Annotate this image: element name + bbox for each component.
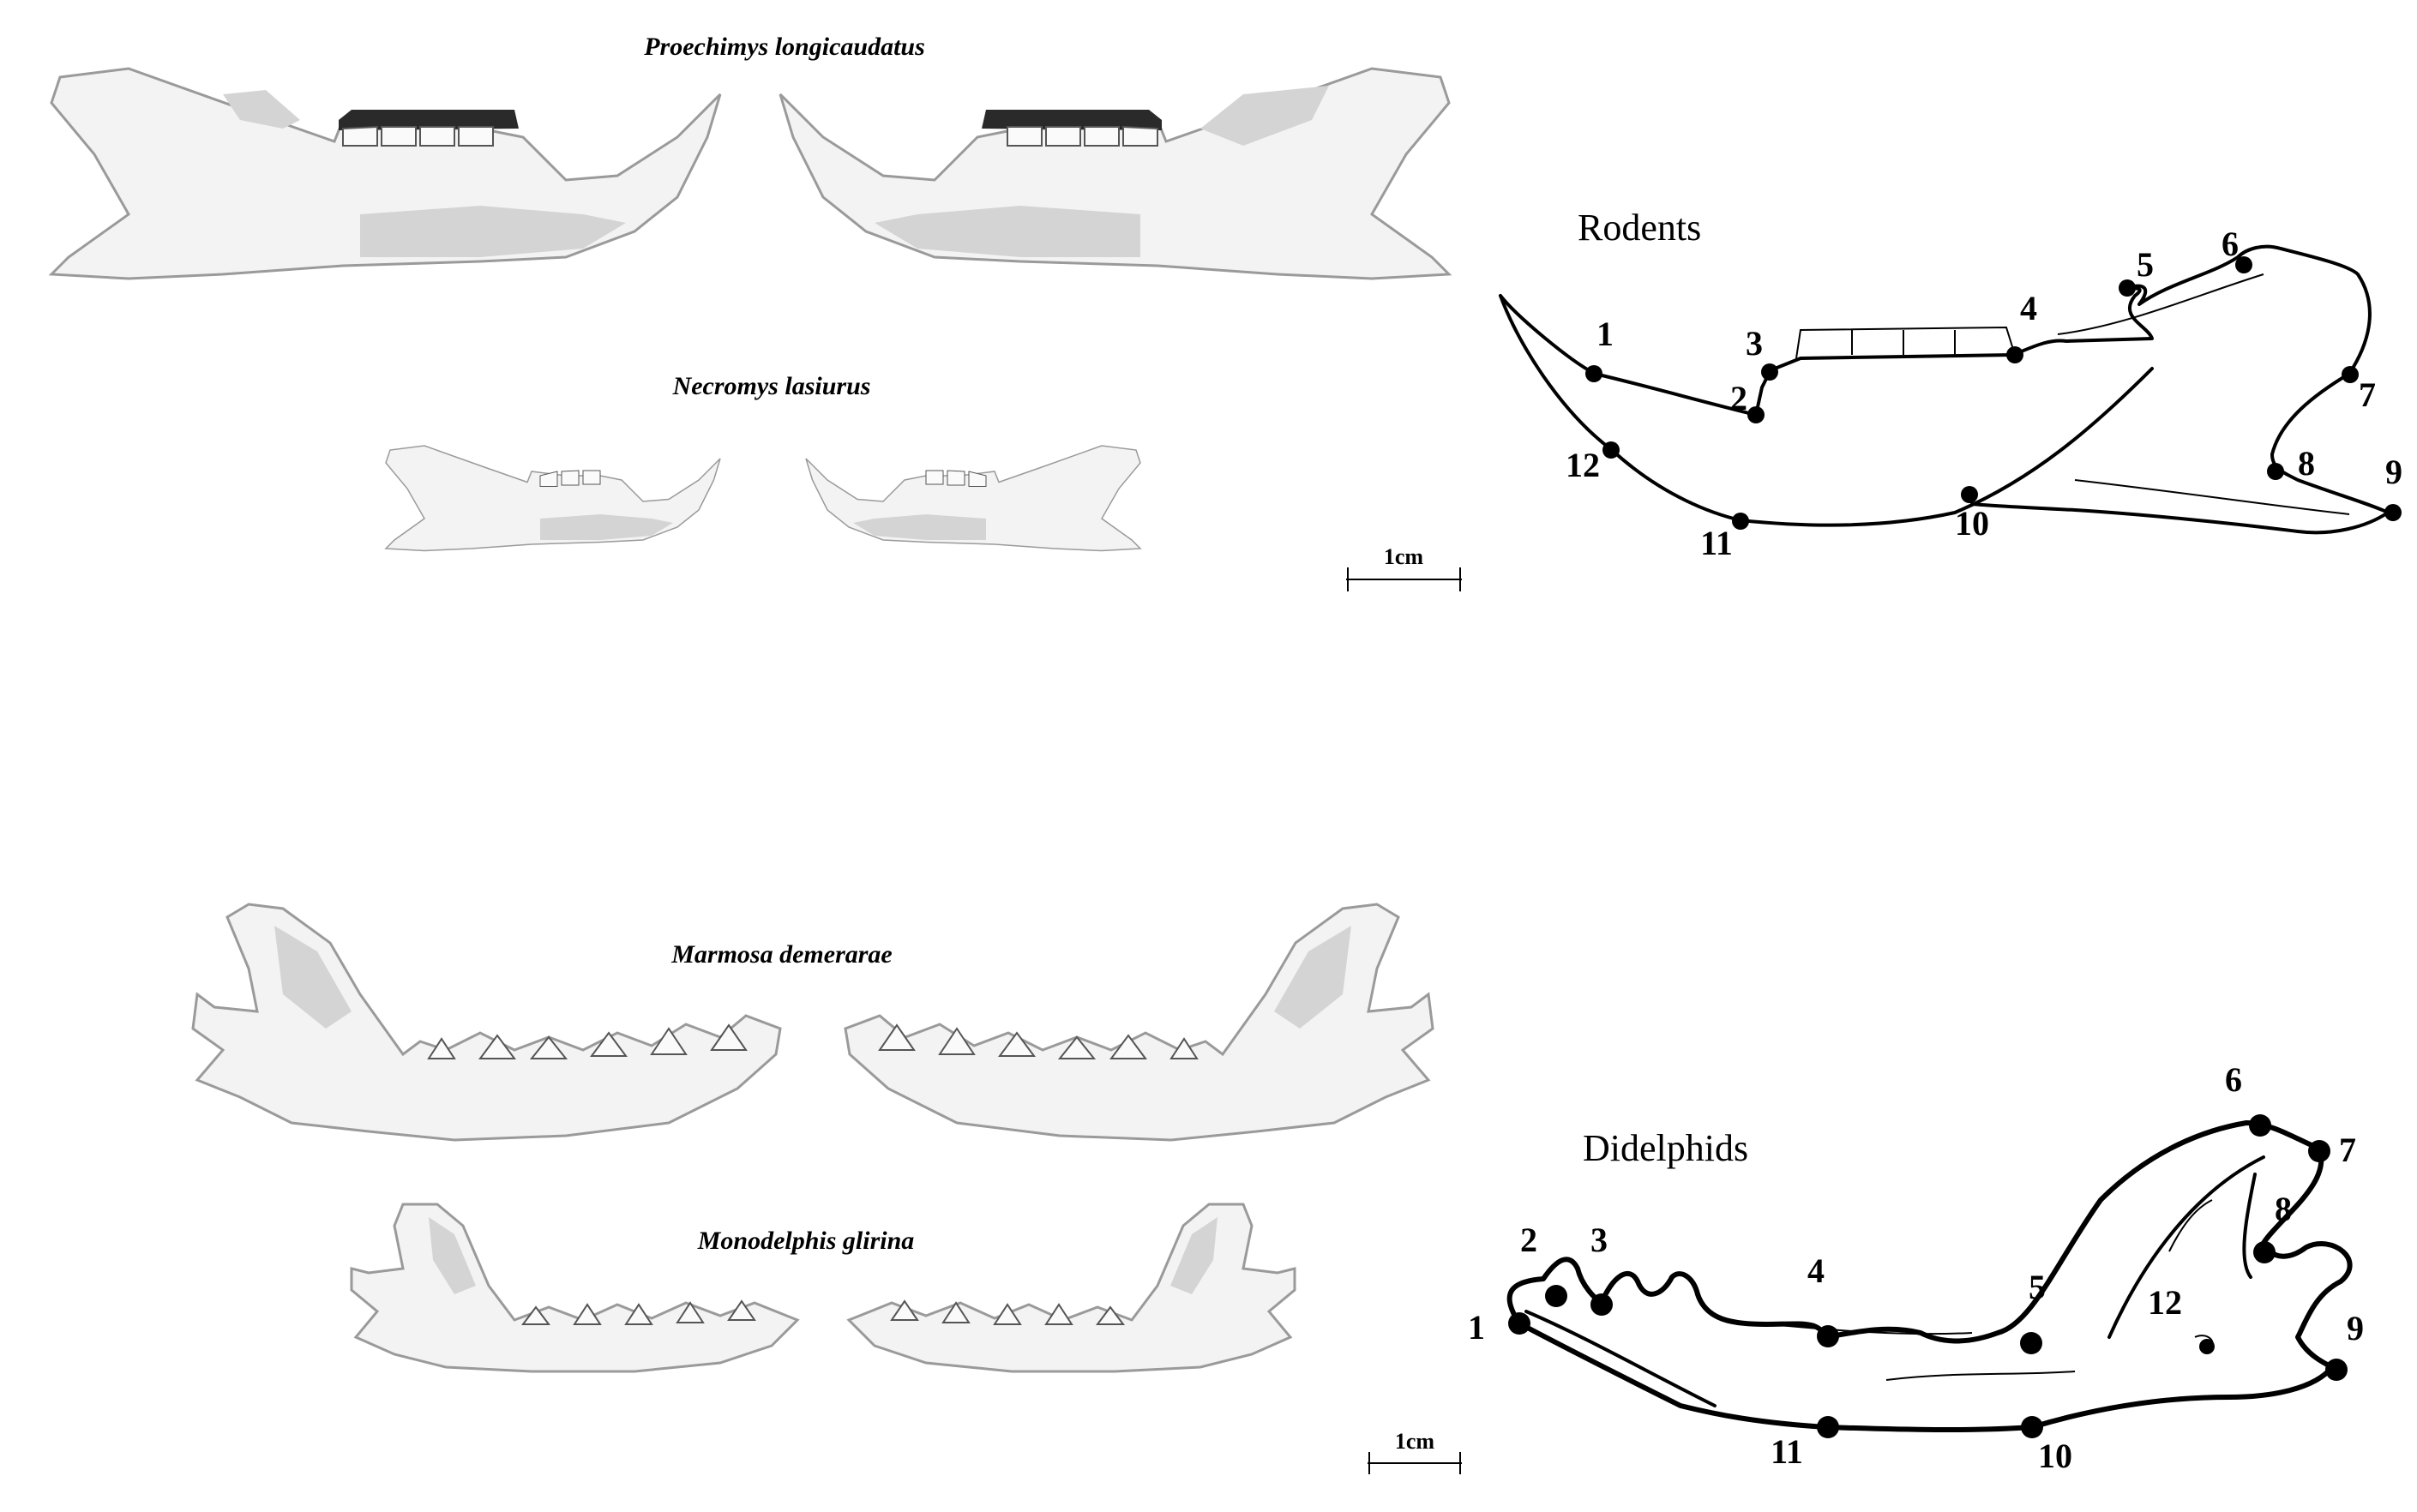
rodent-photos: Proechimys longicaudatus Necromys lasiur… xyxy=(48,33,1462,591)
scale-label-rodents: 1cm xyxy=(1384,544,1424,569)
didelphid-landmark-label-12: 12 xyxy=(2148,1283,2182,1322)
didelphid-landmark-dot-12 xyxy=(2199,1339,2215,1354)
necromys-mandible-right xyxy=(805,445,1142,552)
rodent-landmark-dot-1 xyxy=(1585,365,1602,382)
proechimys-mandible-right xyxy=(779,67,1452,280)
species-label-monodelphis: Monodelphis glirina xyxy=(697,1227,915,1255)
rodent-landmark-label-7: 7 xyxy=(2359,375,2376,414)
rodent-landmark-dot-3 xyxy=(1761,363,1778,381)
rodent-landmark-label-6: 6 xyxy=(2222,225,2239,263)
proechimys-mandible-left xyxy=(48,67,722,280)
didelphid-landmark-dot-4 xyxy=(1817,1325,1839,1347)
species-label-necromys: Necromys lasiurus xyxy=(672,372,871,400)
group-label-didelphids: Didelphids xyxy=(1583,1127,1748,1169)
didelphid-landmark-label-2: 2 xyxy=(1520,1221,1537,1259)
rodent-outline-diagram: Rodents 1 2 3 4 5 6 7 8 9 10 11 12 xyxy=(1499,207,2402,562)
didelphid-landmark-dot-8 xyxy=(2253,1241,2276,1263)
didelphid-outline-diagram: Didelphids 1 2 3 4 5 6 7 8 9 10 11 12 xyxy=(1468,1060,2364,1475)
didelphid-landmark-label-1: 1 xyxy=(1468,1308,1485,1347)
rodent-landmark-label-1: 1 xyxy=(1596,315,1614,353)
rodent-landmark-dot-12 xyxy=(1602,441,1620,459)
marmosa-mandible-right xyxy=(844,903,1434,1142)
didelphid-landmark-label-9: 9 xyxy=(2347,1309,2364,1347)
rodent-landmark-label-2: 2 xyxy=(1730,379,1747,417)
didelphid-landmark-dot-2 xyxy=(1545,1285,1567,1307)
rodent-landmark-dot-7 xyxy=(2342,366,2359,383)
necromys-mandible-left xyxy=(384,445,721,552)
rodent-landmark-dot-10 xyxy=(1961,486,1978,503)
rodent-landmark-label-3: 3 xyxy=(1746,324,1763,363)
rodent-landmark-dot-2 xyxy=(1747,406,1765,423)
didelphid-landmark-dot-7 xyxy=(2308,1140,2330,1162)
didelphid-landmark-label-11: 11 xyxy=(1771,1432,1803,1471)
didelphid-landmark-dot-6 xyxy=(2249,1114,2271,1137)
rodent-landmark-label-12: 12 xyxy=(1566,446,1600,484)
rodent-landmark-label-8: 8 xyxy=(2298,444,2315,483)
didelphid-photos: Marmosa demerarae Monodelphis glirina xyxy=(191,903,1462,1474)
didelphid-landmark-dot-11 xyxy=(1817,1416,1839,1438)
marmosa-mandible-left xyxy=(191,903,782,1142)
rodent-landmark-label-5: 5 xyxy=(2137,245,2154,284)
group-label-rodents: Rodents xyxy=(1578,207,1701,249)
rodent-landmark-dot-11 xyxy=(1732,513,1749,530)
rodent-landmark-label-9: 9 xyxy=(2385,453,2402,491)
rodent-landmark-label-11: 11 xyxy=(1700,524,1733,562)
rodent-landmark-dot-8 xyxy=(2267,463,2284,480)
monodelphis-mandible-left xyxy=(350,1203,800,1373)
scale-label-didelphids: 1cm xyxy=(1395,1429,1435,1454)
didelphid-landmark-label-10: 10 xyxy=(2038,1437,2072,1475)
didelphid-landmark-dot-3 xyxy=(1590,1293,1613,1316)
didelphid-landmark-dot-1 xyxy=(1508,1312,1530,1335)
scale-bar-rodents: 1cm xyxy=(1346,544,1462,591)
didelphid-landmark-label-7: 7 xyxy=(2339,1131,2356,1169)
species-label-proechimys: Proechimys longicaudatus xyxy=(643,33,925,61)
didelphid-landmark-dot-5 xyxy=(2020,1332,2042,1354)
monodelphis-mandible-right xyxy=(846,1203,1296,1373)
rodent-landmark-dot-9 xyxy=(2384,504,2402,521)
rodent-landmark-label-10: 10 xyxy=(1955,504,1989,543)
didelphid-landmark-label-3: 3 xyxy=(1590,1221,1608,1259)
didelphid-landmark-dot-9 xyxy=(2325,1359,2348,1381)
rodent-landmark-dot-4 xyxy=(2006,346,2023,363)
rodent-landmark-dot-5 xyxy=(2119,279,2136,297)
rodent-landmark-dot-6 xyxy=(2235,256,2252,273)
scale-bar-didelphids: 1cm xyxy=(1368,1429,1462,1474)
didelphid-landmark-label-8: 8 xyxy=(2275,1190,2292,1228)
didelphid-landmark-label-4: 4 xyxy=(1807,1251,1825,1290)
didelphid-landmark-label-6: 6 xyxy=(2225,1060,2242,1099)
didelphid-landmark-dot-10 xyxy=(2021,1416,2043,1438)
didelphid-landmark-label-5: 5 xyxy=(2029,1268,2046,1306)
species-label-marmosa: Marmosa demerarae xyxy=(670,940,893,969)
rodent-mandible-outline xyxy=(1499,244,2390,535)
rodent-landmark-label-4: 4 xyxy=(2020,289,2037,327)
